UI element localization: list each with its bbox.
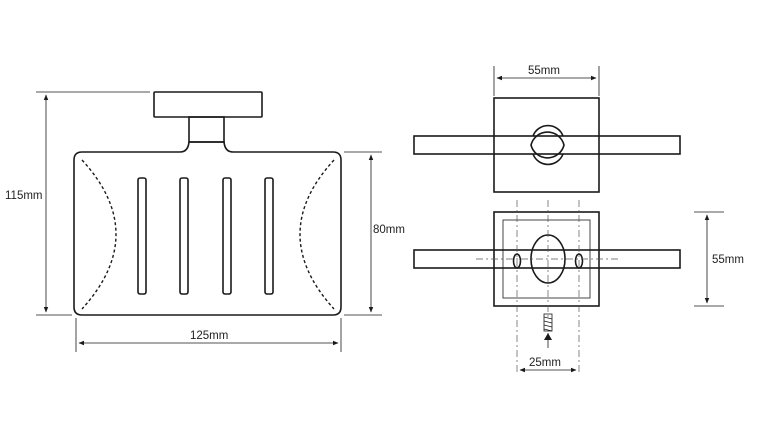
dim-height-total: 115mm [5, 91, 150, 316]
side-bar [413, 249, 681, 269]
slot-4 [264, 177, 274, 295]
screw-hole-left [512, 253, 522, 269]
mount-neck [188, 116, 225, 143]
slot-3 [222, 177, 232, 295]
dim-plate-height: 55mm [694, 211, 744, 307]
basket-outline [73, 141, 342, 316]
screw-hole-right [574, 253, 584, 269]
top-plate [493, 97, 600, 193]
screw-icon [543, 313, 553, 348]
left-dashed-curve [81, 159, 117, 310]
front-view [73, 91, 342, 316]
dim-label-80: 80mm [373, 224, 405, 236]
plate-view [413, 200, 681, 372]
dim-label-55-top: 55mm [528, 65, 560, 77]
top-round-boss [530, 131, 565, 159]
dim-width: 125mm [75, 318, 342, 352]
top-view [413, 97, 681, 193]
dim-label-55-side: 55mm [712, 254, 744, 266]
top-boss-visible [532, 124, 564, 137]
dim-label-125: 125mm [190, 330, 228, 342]
dim-hole-spacing: 25mm [519, 357, 577, 373]
dim-plate-width: 55mm [493, 65, 600, 96]
dim-label-25: 25mm [529, 357, 561, 369]
top-boss-visible-lower [532, 153, 564, 166]
dim-height-basket: 80mm [344, 151, 405, 316]
dim-label-115: 115mm [5, 190, 43, 202]
mount-cap [153, 91, 263, 118]
slot-1 [137, 177, 147, 295]
top-bar [413, 135, 681, 155]
right-dashed-curve [299, 159, 335, 310]
slot-2 [179, 177, 189, 295]
